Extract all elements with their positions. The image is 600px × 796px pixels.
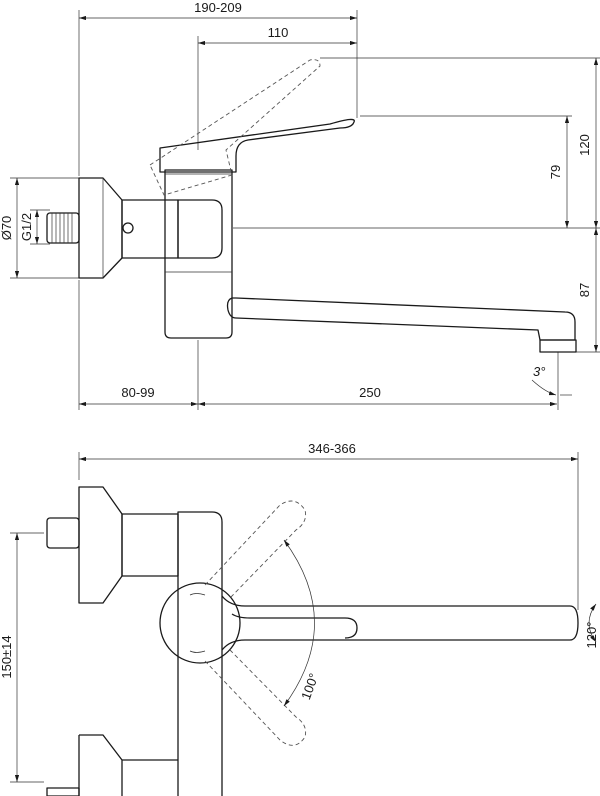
side-view: 190-209 110 120 79 87 80-99 250 3° Ø70 G… <box>0 0 600 410</box>
set-screw <box>122 222 134 234</box>
dim-inlet-spacing: 150±14 <box>0 635 14 678</box>
angle-spout-swivel: 120° <box>584 622 599 649</box>
dim-total-depth: 190-209 <box>194 0 242 15</box>
handle-hub <box>159 582 241 664</box>
dim-lever-height-max: 120 <box>577 134 592 156</box>
top-view: 346-366 150±14 100° 120° <box>0 441 599 796</box>
lever-slot <box>231 613 358 639</box>
threaded-inlet-lower <box>46 787 80 796</box>
angle-arc-spout-swivel <box>588 603 597 643</box>
dim-wall-to-body: 80-99 <box>121 385 154 400</box>
dim-plate-diameter: Ø70 <box>0 216 14 241</box>
spout <box>226 297 576 341</box>
connector-upper <box>121 513 179 577</box>
dim-spout-reach: 250 <box>359 385 381 400</box>
connector <box>121 199 179 259</box>
mixer-body <box>164 169 233 339</box>
faucet-top-outline: 100° 120° <box>46 486 599 796</box>
angle-arc-lever <box>283 539 315 707</box>
body-block <box>177 199 223 259</box>
dim-thread: G1/2 <box>19 213 34 241</box>
dim-lever-height: 79 <box>548 165 563 179</box>
dim-total-width: 346-366 <box>308 441 356 456</box>
angle-spout: 3° <box>533 364 545 379</box>
wall-plate <box>78 177 123 279</box>
extension-lines <box>10 10 600 410</box>
aerator <box>539 339 577 353</box>
lever <box>159 118 355 173</box>
lever-ghost-left <box>204 500 307 599</box>
lever-top <box>221 595 579 651</box>
faucet-side-outline <box>46 59 577 353</box>
angle-arc-spout <box>531 379 557 396</box>
threaded-inlet-upper <box>46 517 80 549</box>
wall-plate-lower <box>78 734 123 796</box>
lever-raised-ghost <box>149 59 321 196</box>
angle-lever: 100° <box>298 671 321 701</box>
dim-lever-offset: 110 <box>268 25 289 40</box>
dim-spout-drop: 87 <box>577 283 592 297</box>
lever-ghost-right <box>204 649 307 746</box>
body-top <box>177 511 223 796</box>
wall-plate-upper <box>78 486 123 604</box>
